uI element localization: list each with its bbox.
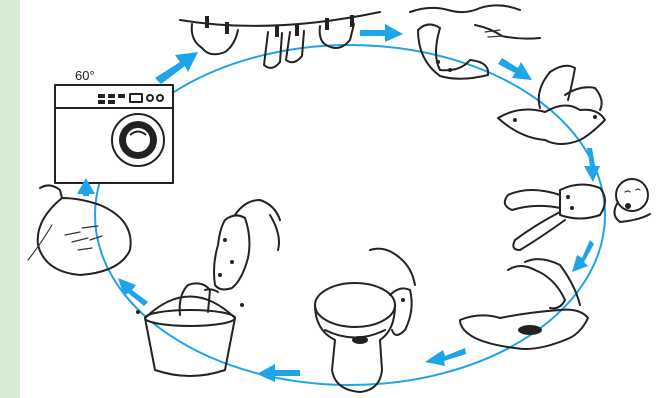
toilet-disposal-icon (315, 249, 415, 392)
washing-machine-icon: 60° (55, 68, 173, 183)
cloth-nappy-cycle-diagram: 60° (20, 0, 668, 398)
arrow-machine-to-line (155, 52, 198, 84)
arrow-soiled-to-toilet (425, 348, 466, 366)
arrow-line-to-folding (360, 24, 403, 42)
arrow-baby-to-soiled (572, 240, 594, 272)
temperature-label: 60° (75, 68, 95, 83)
soaking-bucket-icon (136, 283, 244, 376)
arrow-folding-to-placing (498, 58, 532, 80)
laundry-bag-icon (28, 185, 131, 275)
diagram-panel: 60° (20, 0, 668, 398)
baby-wearing-nappy-icon (505, 179, 650, 250)
clothesline-drying-icon (180, 12, 380, 68)
soiled-nappy-icon (460, 259, 588, 349)
arrow-toilet-to-bucket (257, 364, 300, 382)
liner-removal-icon (214, 200, 280, 289)
